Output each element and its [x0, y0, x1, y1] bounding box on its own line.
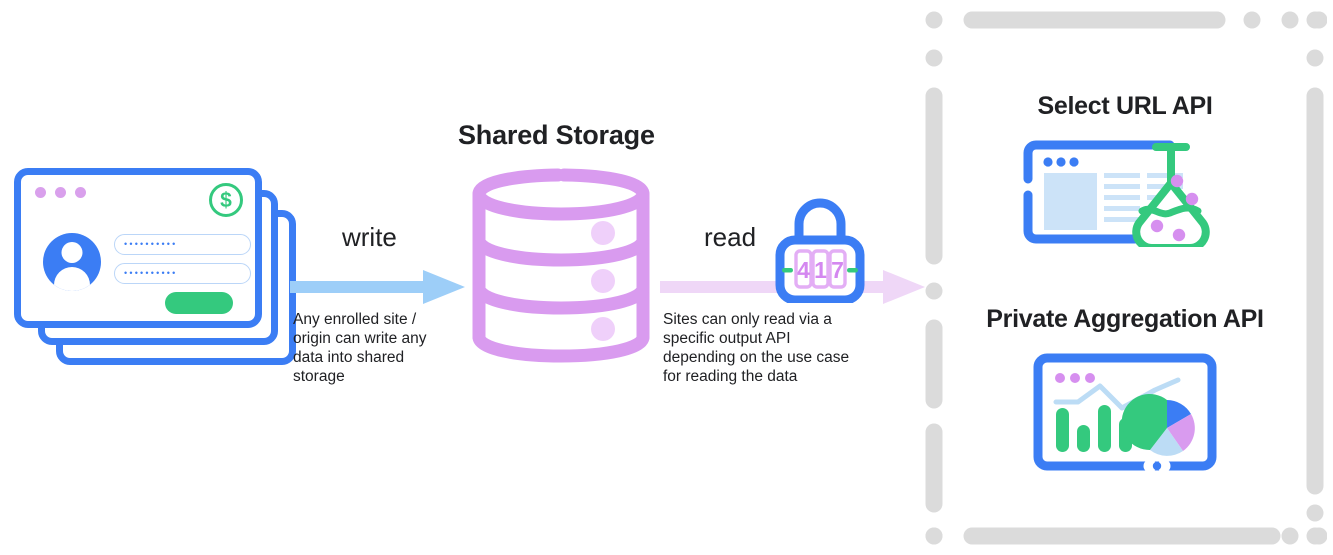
write-label: write — [342, 222, 397, 252]
password-field[interactable]: •••••••••• — [114, 263, 251, 284]
read-caption: Sites can only read via a specific outpu… — [663, 311, 850, 385]
avatar — [43, 233, 101, 291]
private-aggregation-api-title: Private Aggregation API — [986, 305, 1264, 333]
submit-button[interactable] — [165, 292, 233, 314]
username-field[interactable]: •••••••••• — [114, 234, 251, 255]
select-url-api-block: Select URL API — [960, 92, 1290, 247]
dollar-icon: $ — [209, 183, 243, 217]
window-dot-icon — [75, 187, 86, 198]
private-aggregation-api-art — [960, 350, 1290, 475]
page-title: Shared Storage — [458, 120, 655, 150]
website-card-front: $ •••••••••• •••••••••• — [14, 168, 262, 328]
dashboard-charts-icon — [1033, 353, 1217, 473]
avatar-body — [54, 267, 90, 291]
svg-text:7: 7 — [831, 257, 844, 283]
private-aggregation-api-block: Private Aggregation API — [960, 305, 1290, 475]
shared-storage-group: Shared Storage — [450, 120, 670, 363]
write-arrow-icon — [290, 270, 465, 304]
output-apis-dashed-frame: Select URL API — [922, 8, 1327, 548]
window-dot-icon — [55, 187, 66, 198]
svg-text:1: 1 — [814, 257, 827, 283]
svg-text:4: 4 — [797, 257, 810, 283]
write-caption: Any enrolled site / origin can write any… — [293, 311, 427, 385]
database-cylinder-icon — [472, 168, 650, 368]
write-flow: write Any enrolled site / origin can wri… — [290, 222, 470, 392]
combination-lock-icon: 4 1 7 — [774, 198, 866, 308]
read-flow: read 4 1 7 — [660, 198, 940, 402]
avatar-head — [61, 242, 83, 263]
select-url-api-title: Select URL API — [1037, 92, 1213, 120]
browser-flask-icon — [1023, 140, 1210, 247]
website-stack: $ •••••••••• •••••••••• — [14, 168, 304, 368]
read-label: read — [704, 222, 757, 252]
dashed-frame-border — [925, 11, 1327, 545]
window-dot-icon — [35, 187, 46, 198]
window-dots — [35, 187, 86, 198]
select-url-api-art — [960, 137, 1290, 247]
